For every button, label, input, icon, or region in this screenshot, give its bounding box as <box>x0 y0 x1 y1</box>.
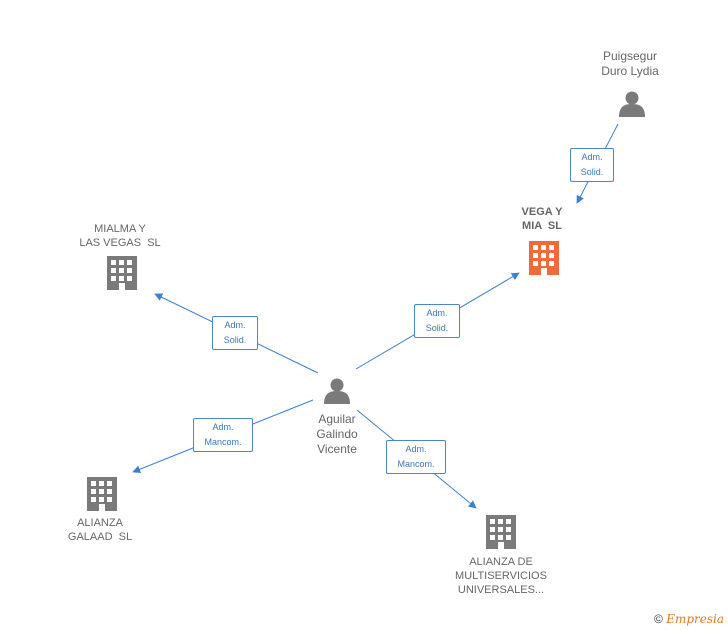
edge-role: Adm. <box>212 422 234 432</box>
edge-type: Mancom. <box>397 459 435 469</box>
edge-label-aguilar-galaad: Adm. Mancom. <box>193 418 253 452</box>
edge-role: Adm. <box>581 152 603 162</box>
node-label-mialma[interactable]: MIALMA Y LAS VEGAS SL <box>79 223 161 249</box>
copyright-symbol: © <box>654 612 663 626</box>
edge-type: Solid. <box>223 335 247 345</box>
edge-role: Adm. <box>405 444 427 454</box>
edge-type: Solid. <box>580 167 604 177</box>
person-icon[interactable] <box>619 91 645 118</box>
edge-label-puigsegur-vega: Adm. Solid. <box>570 148 614 182</box>
edge-label-aguilar-vega: Adm. Solid. <box>414 304 460 338</box>
person-icon[interactable] <box>324 378 350 405</box>
node-label-vega[interactable]: VEGA Y MIA SL <box>521 206 563 232</box>
edge-label-aguilar-mialma: Adm. Solid. <box>212 316 258 350</box>
edge-label-aguilar-multiservicios: Adm. Mancom. <box>386 440 446 474</box>
edge-type: Mancom. <box>204 437 242 447</box>
node-label-galaad[interactable]: ALIANZA GALAAD SL <box>67 517 133 543</box>
node-label-puigsegur[interactable]: Puigsegur Duro Lydia <box>601 49 659 78</box>
edge-role: Adm. <box>426 308 448 318</box>
node-label-multiservicios[interactable]: ALIANZA DE MULTISERVICIOS UNIVERSALES... <box>455 556 547 596</box>
edge-role: Adm. <box>224 320 246 330</box>
brand-logo: Empresia <box>666 612 724 626</box>
node-label-aguilar[interactable]: Aguilar Galindo Vicente <box>316 412 358 456</box>
building-icon[interactable] <box>486 515 516 549</box>
building-icon[interactable] <box>107 256 137 290</box>
building-icon[interactable] <box>529 241 559 275</box>
edge-type: Solid. <box>425 323 449 333</box>
footer-brand: © Empresia <box>654 612 724 626</box>
building-icon[interactable] <box>87 477 117 511</box>
